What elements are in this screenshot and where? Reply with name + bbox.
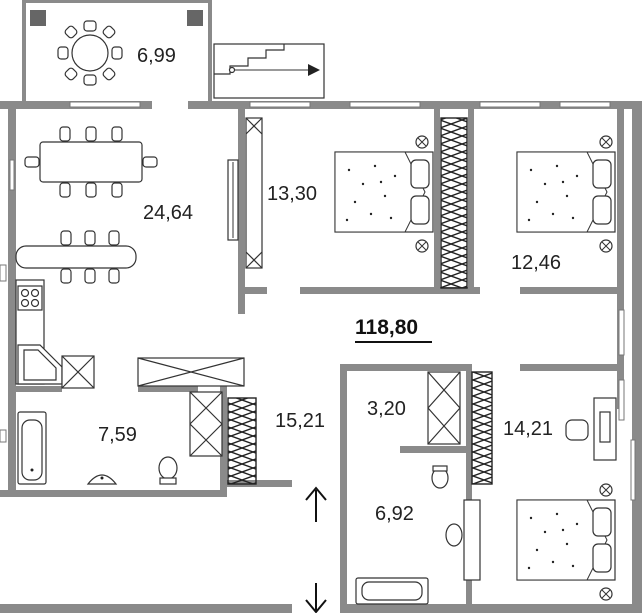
stairs-icon <box>213 43 325 99</box>
area-hall: 15,21 <box>275 410 325 432</box>
bathtub-icon <box>355 577 429 605</box>
balcony: 6,99 <box>30 10 203 86</box>
area-bathroom-1: 7,59 <box>98 424 137 446</box>
kitchen-living: 24,64 <box>15 126 193 389</box>
bathroom-1: 7,59 <box>17 411 178 485</box>
hall: 15,21 <box>137 357 327 613</box>
area-bedroom-1: 13,30 <box>267 183 317 205</box>
bed-icon <box>334 135 434 253</box>
bathtub-icon <box>17 411 47 485</box>
toilet-icon <box>431 465 449 489</box>
sink-icon <box>86 474 118 485</box>
bedroom-3: 14,21 <box>503 397 617 601</box>
windows <box>0 101 636 501</box>
area-bedroom-2: 12,46 <box>511 252 561 274</box>
wardrobe-room: 3,20 <box>367 371 493 485</box>
area-bedroom-3: 14,21 <box>503 418 553 440</box>
area-bathroom-2: 6,92 <box>375 503 414 525</box>
bathroom-2: 6,92 <box>355 465 481 605</box>
bedroom-1: 13,30 <box>227 117 468 289</box>
dining-table-icon <box>24 126 158 198</box>
bedroom-2: 12,46 <box>511 135 616 274</box>
wardrobe-icon <box>440 117 468 289</box>
desk-icon <box>565 397 617 461</box>
toilet-icon <box>158 456 178 485</box>
total-area-value: 118,80 <box>355 316 418 339</box>
bed-icon <box>516 135 616 253</box>
area-kitchen-living: 24,64 <box>143 202 193 224</box>
area-balcony: 6,99 <box>137 45 176 67</box>
entrance-arrow-icon <box>305 486 327 613</box>
sink-icon <box>445 523 463 547</box>
total-area: 118,80 <box>355 316 432 343</box>
bed-icon <box>516 483 616 601</box>
stove-icon <box>17 285 43 311</box>
area-wardrobe: 3,20 <box>367 398 406 420</box>
wardrobe-icon <box>227 117 263 269</box>
sink-icon <box>23 349 57 381</box>
round-table-icon <box>57 20 123 86</box>
